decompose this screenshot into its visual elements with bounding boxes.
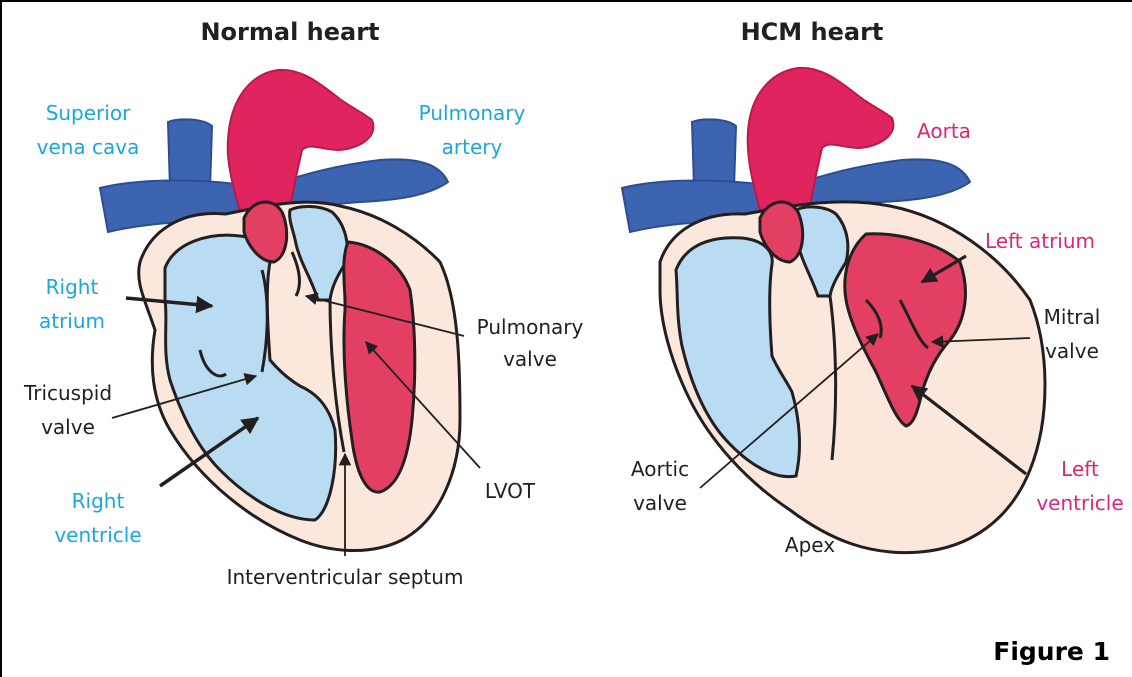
label-superior-vena-cava-2: vena cava: [37, 135, 140, 159]
normal-heart-title: Normal heart: [200, 18, 379, 46]
label-tricuspid-valve-1: Tricuspid: [23, 381, 112, 405]
label-pulmonary-valve-2: valve: [503, 347, 557, 371]
label-pulmonary-artery-2: artery: [442, 135, 503, 159]
hcm-heart-title: HCM heart: [741, 18, 884, 46]
label-right-ventricle-1: Right: [72, 489, 125, 513]
label-superior-vena-cava-1: Superior: [46, 101, 131, 125]
label-aortic-valve-2: valve: [633, 491, 687, 515]
label-apex: Apex: [785, 533, 835, 557]
label-right-atrium-1: Right: [46, 275, 99, 299]
label-aorta: Aorta: [917, 119, 971, 143]
figure-number: Figure 1: [993, 637, 1110, 666]
normal-left-ventricle: [344, 242, 415, 492]
label-lvot: LVOT: [485, 479, 536, 503]
label-pulmonary-valve-1: Pulmonary: [477, 315, 584, 339]
label-aortic-valve-1: Aortic: [631, 457, 689, 481]
label-interventricular-septum: Interventricular septum: [227, 565, 464, 589]
label-mitral-valve-2: valve: [1045, 339, 1099, 363]
label-mitral-valve-1: Mitral: [1044, 305, 1101, 329]
label-left-ventricle-1: Left: [1061, 457, 1099, 481]
label-right-atrium-2: atrium: [39, 309, 105, 333]
label-left-atrium: Left atrium: [985, 229, 1095, 253]
normal-heart-illustration: [100, 70, 460, 551]
label-pulmonary-artery-1: Pulmonary: [419, 101, 526, 125]
label-right-ventricle-2: ventricle: [54, 523, 141, 547]
label-left-ventricle-2: ventricle: [1036, 491, 1123, 515]
label-tricuspid-valve-2: valve: [41, 415, 95, 439]
